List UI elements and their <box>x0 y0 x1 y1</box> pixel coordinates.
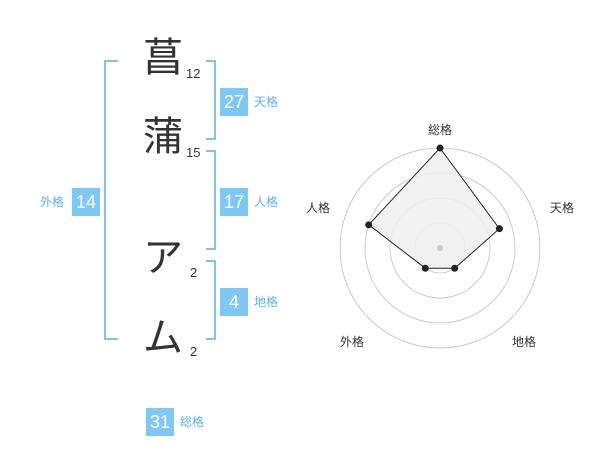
jinkaku-value: 17 <box>220 188 248 216</box>
stroke-count-1: 12 <box>186 66 201 81</box>
radar-center-dot <box>437 245 443 251</box>
axis-label-gaikaku: 外格 <box>340 334 364 349</box>
name-char-4: ム <box>143 315 183 361</box>
axis-label-tenkaku: 天格 <box>550 200 574 215</box>
radar-point-1 <box>495 225 503 233</box>
radar-point-2 <box>451 264 459 272</box>
radar-point-0 <box>436 144 444 152</box>
radar-point-3 <box>421 264 429 272</box>
soukaku-value: 31 <box>146 408 174 436</box>
tenkaku-bracket <box>206 60 216 140</box>
gaikaku-value: 14 <box>72 188 100 216</box>
jinkaku-label: 人格 <box>254 195 279 209</box>
axis-label-soukaku: 総格 <box>428 122 452 137</box>
gaikaku-label: 外格 <box>40 195 65 209</box>
axis-label-jinkaku: 人格 <box>306 200 330 215</box>
tenkaku-value: 27 <box>220 88 248 116</box>
stroke-count-4: 2 <box>190 344 198 359</box>
stroke-count-2: 15 <box>186 145 201 160</box>
axis-label-chikaku: 地格 <box>512 334 536 349</box>
gaikaku-bracket <box>104 60 118 340</box>
chikaku-bracket <box>206 260 216 340</box>
stroke-count-3: 2 <box>190 265 198 280</box>
name-char-1: 菖 <box>143 35 183 81</box>
jinkaku-bracket <box>206 150 216 250</box>
radar-area <box>367 147 501 269</box>
chikaku-value: 4 <box>220 288 248 316</box>
chikaku-label: 地格 <box>254 295 279 309</box>
tenkaku-label: 天格 <box>254 95 279 109</box>
name-char-3: ア <box>143 235 183 281</box>
radar-point-4 <box>365 221 373 229</box>
soukaku-label: 総格 <box>180 415 205 429</box>
name-char-2: 蒲 <box>143 114 183 160</box>
